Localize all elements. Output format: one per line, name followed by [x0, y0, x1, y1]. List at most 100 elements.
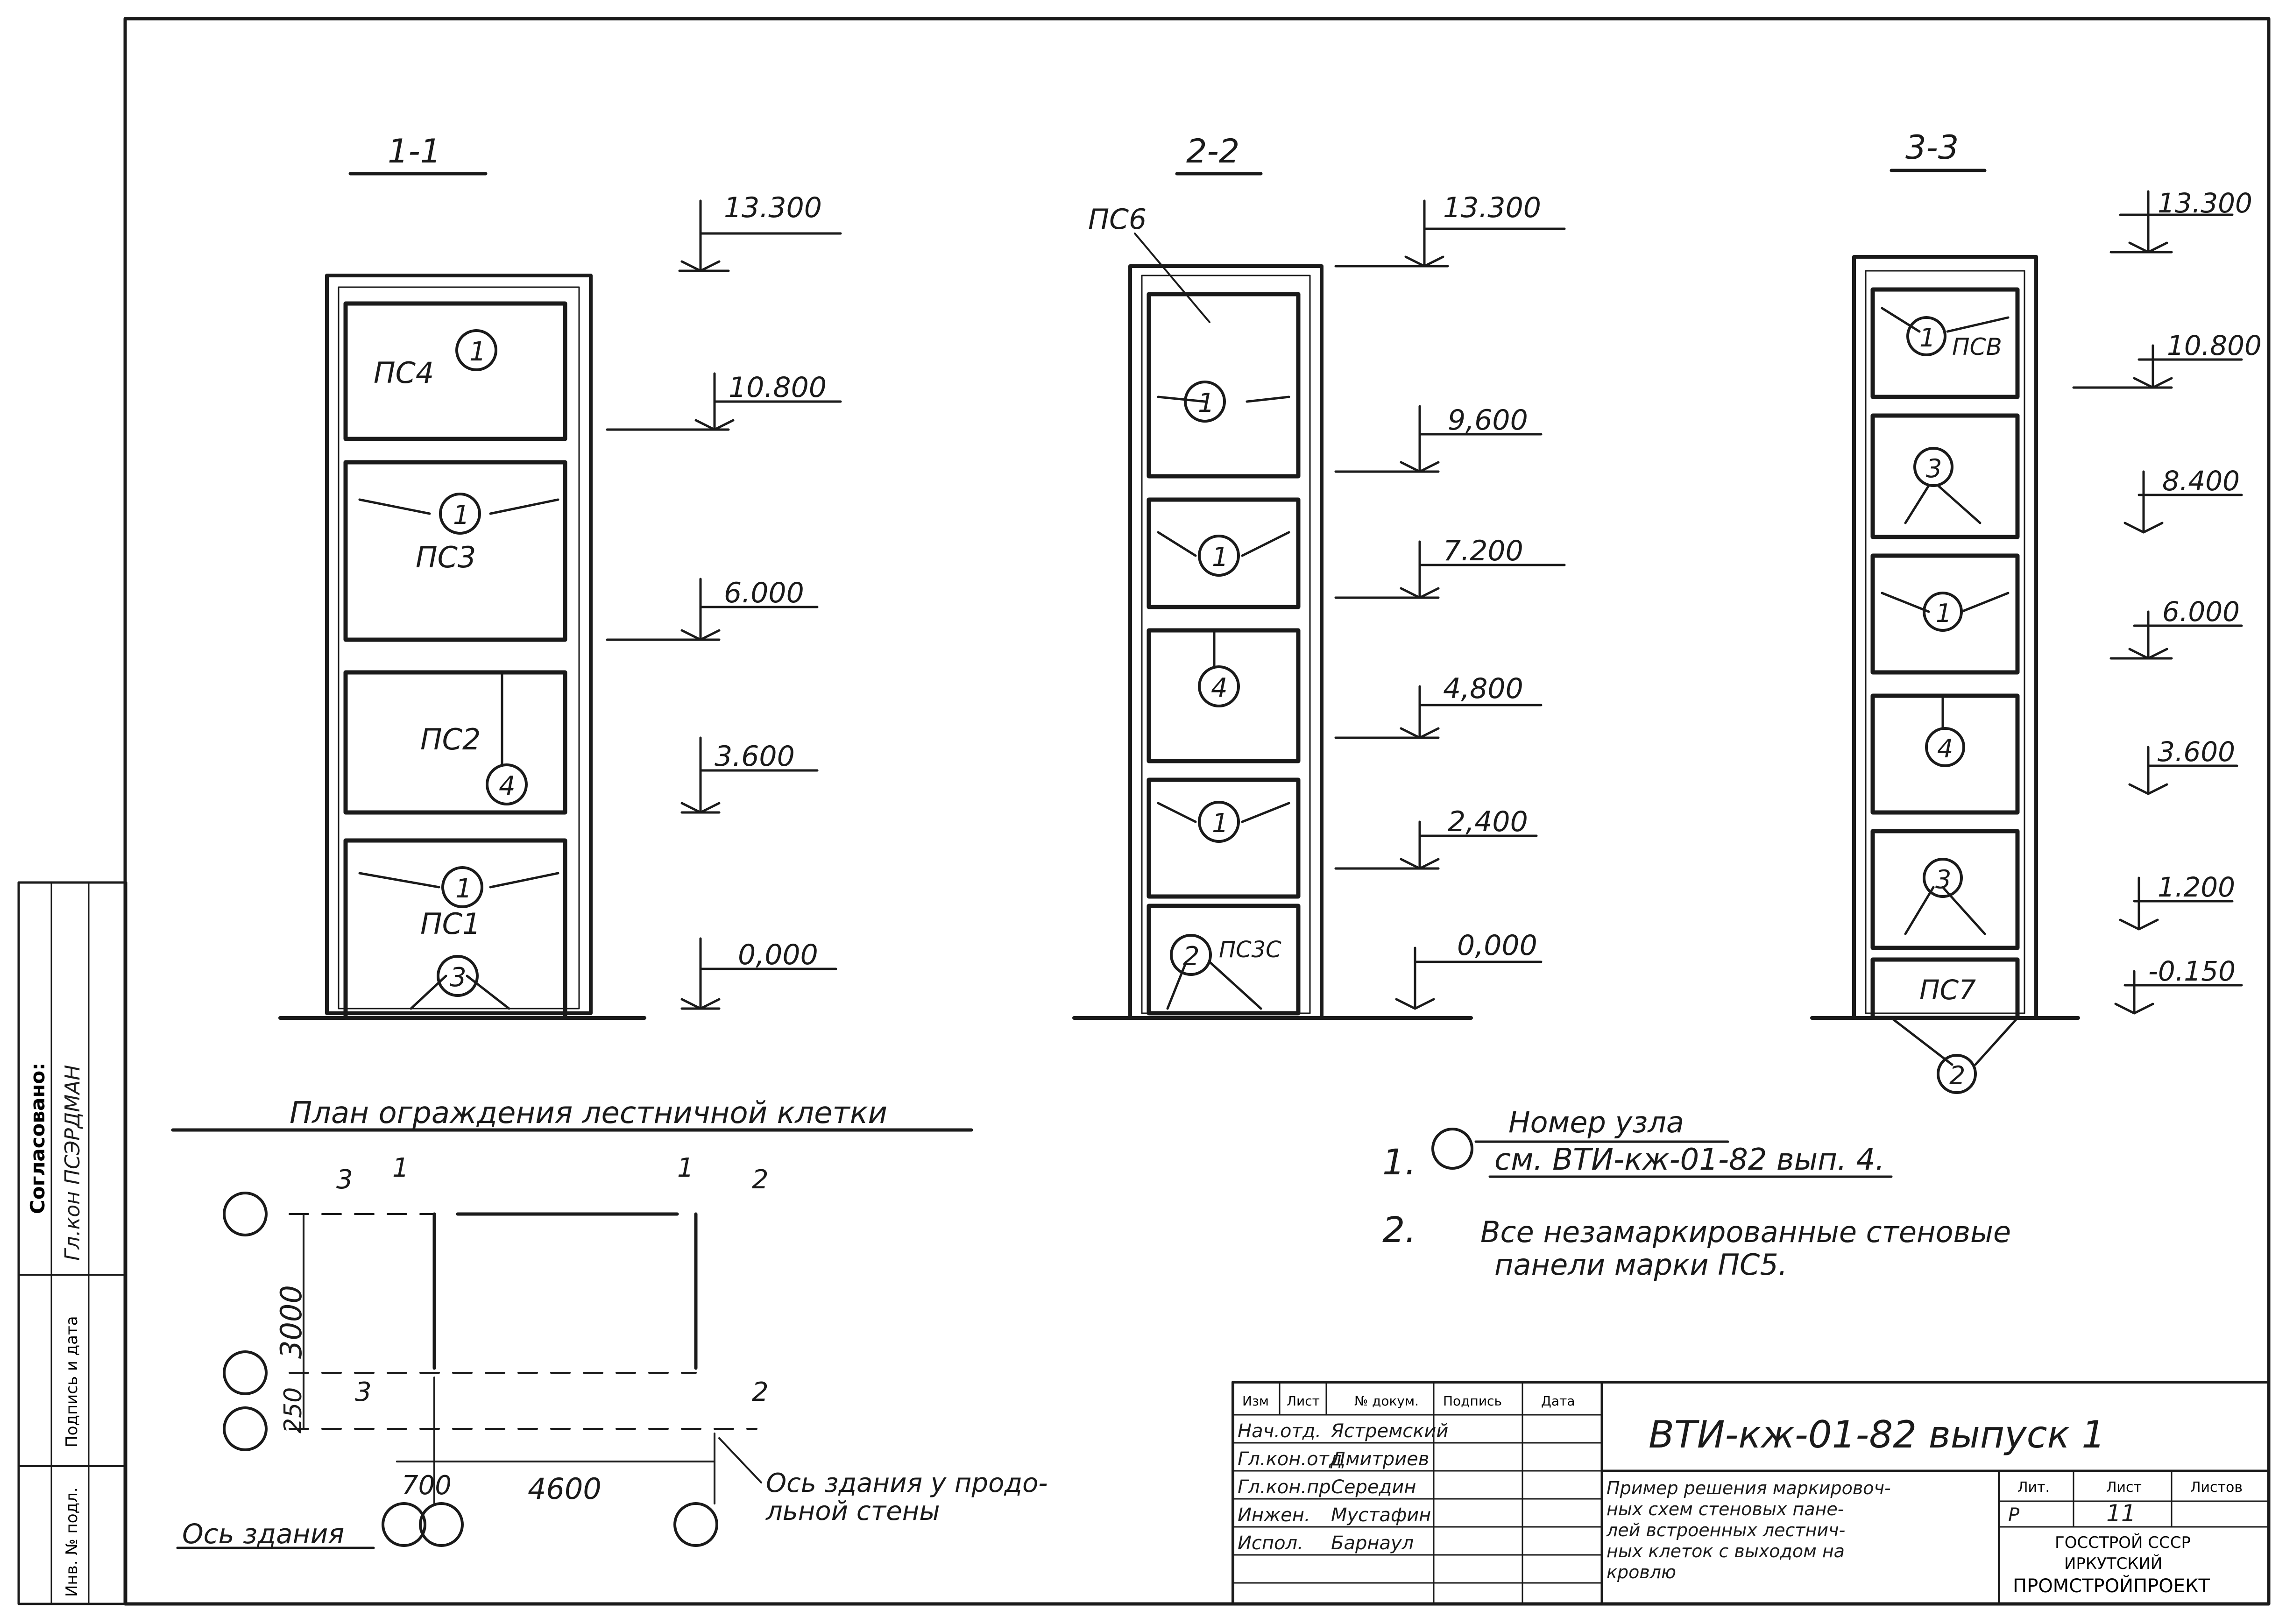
axis-note: Ось здания у продо- [766, 1468, 1048, 1498]
node-number: 1 [453, 500, 470, 530]
sheet-head: Лит. [2017, 1479, 2050, 1496]
level-mark: 8.400 [2162, 465, 2240, 497]
stamp-person: Дмитриев [1330, 1448, 1429, 1470]
panel-box [343, 301, 567, 441]
stamp-role: Гл.кон.отд [1238, 1448, 1342, 1470]
stamp-description: лей встроенных лестнич- [1606, 1520, 1845, 1540]
approval-title: Согласовано: [26, 1063, 49, 1214]
panel-mark: ПС1 [420, 907, 481, 941]
dimension: 3000 [274, 1285, 308, 1359]
org-name: ПРОМСТРОЙПРОЕКТ [2013, 1575, 2210, 1597]
approval-block: Согласовано: Гл.кон ПСЭРДМАН Подпись и д… [17, 881, 127, 1605]
stamp-description: ных схем стеновых пане- [1607, 1499, 1844, 1519]
stamp-role: Испол. [1238, 1532, 1303, 1554]
node-circle [437, 955, 479, 997]
sign-label: Подпись и дата [63, 1316, 81, 1447]
section-2-2: 2-2 1 1 4 1 2 ПС6 ПС3С [1072, 132, 1566, 1020]
node-number: 1 [1212, 542, 1229, 572]
plan-title: План ограждения лестничной клетки [290, 1096, 887, 1130]
node-circle [486, 763, 528, 805]
stamp-head: Лист [1287, 1393, 1320, 1409]
org-name: ИРКУТСКИЙ [2064, 1554, 2162, 1573]
stamp-description: Пример решения маркировоч- [1607, 1478, 1891, 1498]
approval-name: Гл.кон ПСЭРДМАН [61, 1065, 85, 1261]
section-title: 3-3 [1905, 128, 1959, 167]
section-title: 1-1 [388, 132, 441, 170]
org-name: ГОССТРОЙ СССР [2055, 1533, 2191, 1552]
stamp-head: Подпись [1443, 1393, 1502, 1409]
node-number: 1 [455, 874, 472, 904]
doc-code: ВТИ-кж-01-82 выпуск 1 [1649, 1413, 2105, 1456]
dimension: 700 [402, 1470, 452, 1501]
level-mark: 13.300 [724, 191, 822, 224]
note-text: Номер узла [1508, 1105, 1684, 1139]
sheet-value: 11 [2106, 1500, 2136, 1527]
level-mark: 4,800 [1443, 672, 1523, 705]
notes-block: 1. Номер узла см. ВТИ-кж-01-82 вып. 4. 2… [1382, 1105, 2011, 1282]
panel-mark: ПС3 [416, 540, 476, 574]
level-mark: 13.300 [2158, 187, 2252, 219]
cut-label: 2 [752, 1165, 769, 1195]
stamp-role: Гл.кон.пр [1238, 1476, 1331, 1498]
level-mark: 10.800 [729, 371, 827, 404]
node-number: 1 [1936, 599, 1952, 628]
panel-mark: ПС4 [374, 356, 434, 390]
inv-label: Инв. № подл. [63, 1487, 81, 1597]
level-mark: -0.150 [2148, 955, 2236, 987]
panel-mark: ПС2 [420, 722, 481, 756]
cut-label: 1 [677, 1153, 694, 1183]
sheet-head: Лист [2106, 1479, 2142, 1496]
node-number: 4 [499, 771, 516, 801]
staircase-plan: План ограждения лестничной клетки 3 1 1 … [171, 1096, 1048, 1550]
stamp-person: Мустафин [1331, 1504, 1431, 1526]
level-mark: 0,000 [1457, 929, 1537, 962]
panel-mark: ПСВ [1952, 333, 2002, 360]
node-number: 3 [1935, 865, 1951, 894]
cut-label: 3 [336, 1165, 353, 1195]
stamp-description: ных клеток с выходом на [1607, 1541, 1845, 1561]
level-mark: 10.800 [2167, 330, 2262, 361]
level-mark: 2,400 [1448, 805, 1528, 838]
axis-label: Ось здания [182, 1518, 344, 1550]
node-circle [455, 329, 497, 371]
note-text: см. ВТИ-кж-01-82 вып. 4. [1494, 1143, 1885, 1177]
node-number: 1 [1919, 323, 1935, 353]
cut-label: 2 [752, 1377, 769, 1407]
stamp-head: Дата [1541, 1393, 1575, 1409]
axis-note: льной стены [765, 1496, 940, 1526]
node-number: 2 [1949, 1061, 1965, 1090]
cut-label: 3 [355, 1377, 372, 1407]
node-circle [441, 866, 483, 908]
stamp-role: Инжен. [1238, 1504, 1310, 1526]
level-mark: 3.600 [715, 740, 795, 773]
node-number: 1 [1212, 808, 1229, 839]
panel-box [343, 670, 567, 815]
stamp-description: кровлю [1607, 1562, 1676, 1582]
sheet-value: Р [2008, 1504, 2020, 1526]
panel-box [343, 460, 567, 642]
stamp-head: № докум. [1354, 1393, 1419, 1409]
level-mark: 0,000 [738, 939, 818, 971]
title-stamp: Изм Лист № докум. Подпись Дата Нач.отд. … [1232, 1381, 2270, 1605]
node-number: 3 [1926, 454, 1942, 483]
level-mark: 7.200 [1443, 535, 1523, 567]
node-number: 1 [1198, 388, 1215, 418]
level-mark: 9,600 [1448, 404, 1528, 437]
node-number: 4 [1211, 673, 1228, 703]
level-mark: 6.000 [2162, 596, 2240, 628]
dimension: 4600 [528, 1472, 602, 1506]
section-title: 2-2 [1186, 132, 1239, 170]
stamp-person: Барнаул [1331, 1532, 1414, 1554]
section-3-3: 3-3 1 3 1 4 3 2 ПСВ ПС7 [1810, 128, 2262, 1094]
node-number: 4 [1937, 734, 1953, 763]
section-1-1: 1-1 1 1 4 1 3 ПС4 ПС3 ПС2 ПС1 [278, 132, 842, 1020]
note-number: 2. [1382, 1209, 1416, 1250]
note-text: панели марки ПС5. [1494, 1248, 1787, 1282]
stamp-person: Ястремский [1331, 1420, 1448, 1442]
stamp-person: Середин [1331, 1476, 1416, 1498]
level-mark: 6.000 [724, 577, 804, 609]
stamp-head: Изм [1242, 1393, 1269, 1409]
level-mark: 3.600 [2158, 736, 2235, 768]
note-number: 1. [1382, 1141, 1416, 1183]
